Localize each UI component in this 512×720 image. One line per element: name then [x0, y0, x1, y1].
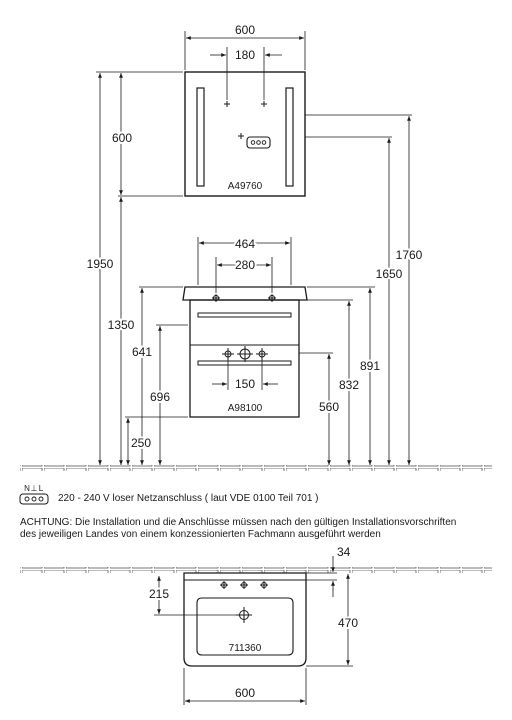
dim-cabinet-height [156, 324, 188, 465]
dim-mirror-light-spacing-label: 180 [235, 48, 255, 62]
dim-cabinet-top-height [139, 286, 183, 465]
dim-mirror-width-label: 600 [235, 23, 255, 37]
mirror-socket-marker [238, 133, 244, 139]
dim-cabinet-drawer-height [299, 352, 333, 465]
dim-cabinet-bottom-height-label: 250 [131, 436, 151, 450]
dim-tap-spacing [215, 257, 273, 293]
dim-outlet-1650-label: 1650 [376, 267, 403, 281]
mirror-light-right [285, 87, 294, 187]
dim-tap-spacing-label: 280 [235, 258, 255, 272]
drawer-siphon-centre [237, 346, 253, 362]
dim-basin-under-height [307, 299, 353, 465]
dim-plan-back-depth [306, 556, 337, 597]
plan-basin-outline [183, 572, 307, 667]
dim-cabinet-top-height-label: 641 [132, 345, 152, 359]
mirror-frame [184, 71, 306, 197]
dim-basin-width [197, 237, 292, 285]
basin-top [182, 286, 308, 301]
mirror-model-label: A49760 [228, 181, 263, 192]
dim-cabinet-height-label: 696 [150, 390, 170, 404]
dim-drawer-spacing-label: 150 [235, 377, 255, 391]
dim-outlet-1760-label: 1760 [396, 248, 423, 262]
installation-warning-line-1: ACHTUNG: Die Installation und die Anschl… [20, 517, 457, 528]
dim-drawer-spacing [212, 360, 278, 390]
dim-cabinet-bottom-height [125, 416, 188, 465]
dim-basin-width-label: 464 [235, 237, 255, 251]
dim-mirror-height-label: 600 [112, 131, 132, 145]
dim-basin-under-height-label: 832 [339, 378, 359, 392]
electrical-connection-note: 220 - 240 V loser Netzanschluss ( laut V… [58, 493, 319, 504]
drawer-handle-top [197, 312, 292, 318]
drawer-siphon-right [256, 348, 268, 360]
dim-mirror-light-spacing [210, 47, 282, 100]
mirror-light-left [196, 87, 205, 187]
dim-cabinet-drawer-height-label: 560 [319, 400, 339, 414]
plan-basin [183, 572, 307, 667]
dim-plan-width [183, 668, 307, 705]
symbol-letter-earth: ⊥ [31, 484, 38, 493]
plan-drain [236, 607, 252, 623]
dim-plan-width-label: 600 [235, 686, 255, 700]
dim-plan-drain-offset [154, 576, 236, 616]
mirror-cabinet [184, 71, 306, 197]
dim-basin-top-height-label: 891 [360, 359, 380, 373]
dim-plan-depth-label: 470 [338, 616, 358, 630]
dim-mirror-height [96, 71, 183, 197]
dim-mirror-width [184, 31, 306, 70]
drawer-siphon-left [222, 348, 234, 360]
dim-mirror-bottom-height-label: 1350 [108, 318, 135, 332]
dim-plan-depth [306, 574, 353, 667]
mirror-socket [246, 136, 271, 149]
electrical-connection-symbol [19, 493, 49, 505]
mirror-outlet-leaders [305, 114, 412, 138]
vanity-unit [182, 286, 308, 418]
dim-basin-top-height [307, 286, 375, 465]
installation-warning-line-2: des jeweiligen Landes von einem konzessi… [20, 529, 381, 540]
symbol-letter-l: L [39, 484, 44, 493]
floor-line [20, 465, 492, 471]
plan-model-label: 711360 [229, 643, 262, 654]
symbol-letter-n: N [24, 484, 30, 493]
plan-basin-bowl [196, 597, 294, 656]
dim-mirror-top-height-label: 1950 [87, 257, 114, 271]
cabinet-body [189, 299, 300, 418]
vanity-model-label: A98100 [228, 403, 263, 414]
mirror-fixing-point-left [224, 101, 230, 107]
dim-plan-back-depth-label: 34 [337, 545, 351, 559]
dim-plan-drain-offset-label: 215 [149, 587, 169, 601]
mirror-fixing-point-right [261, 101, 267, 107]
plan-wall-line [20, 567, 492, 573]
